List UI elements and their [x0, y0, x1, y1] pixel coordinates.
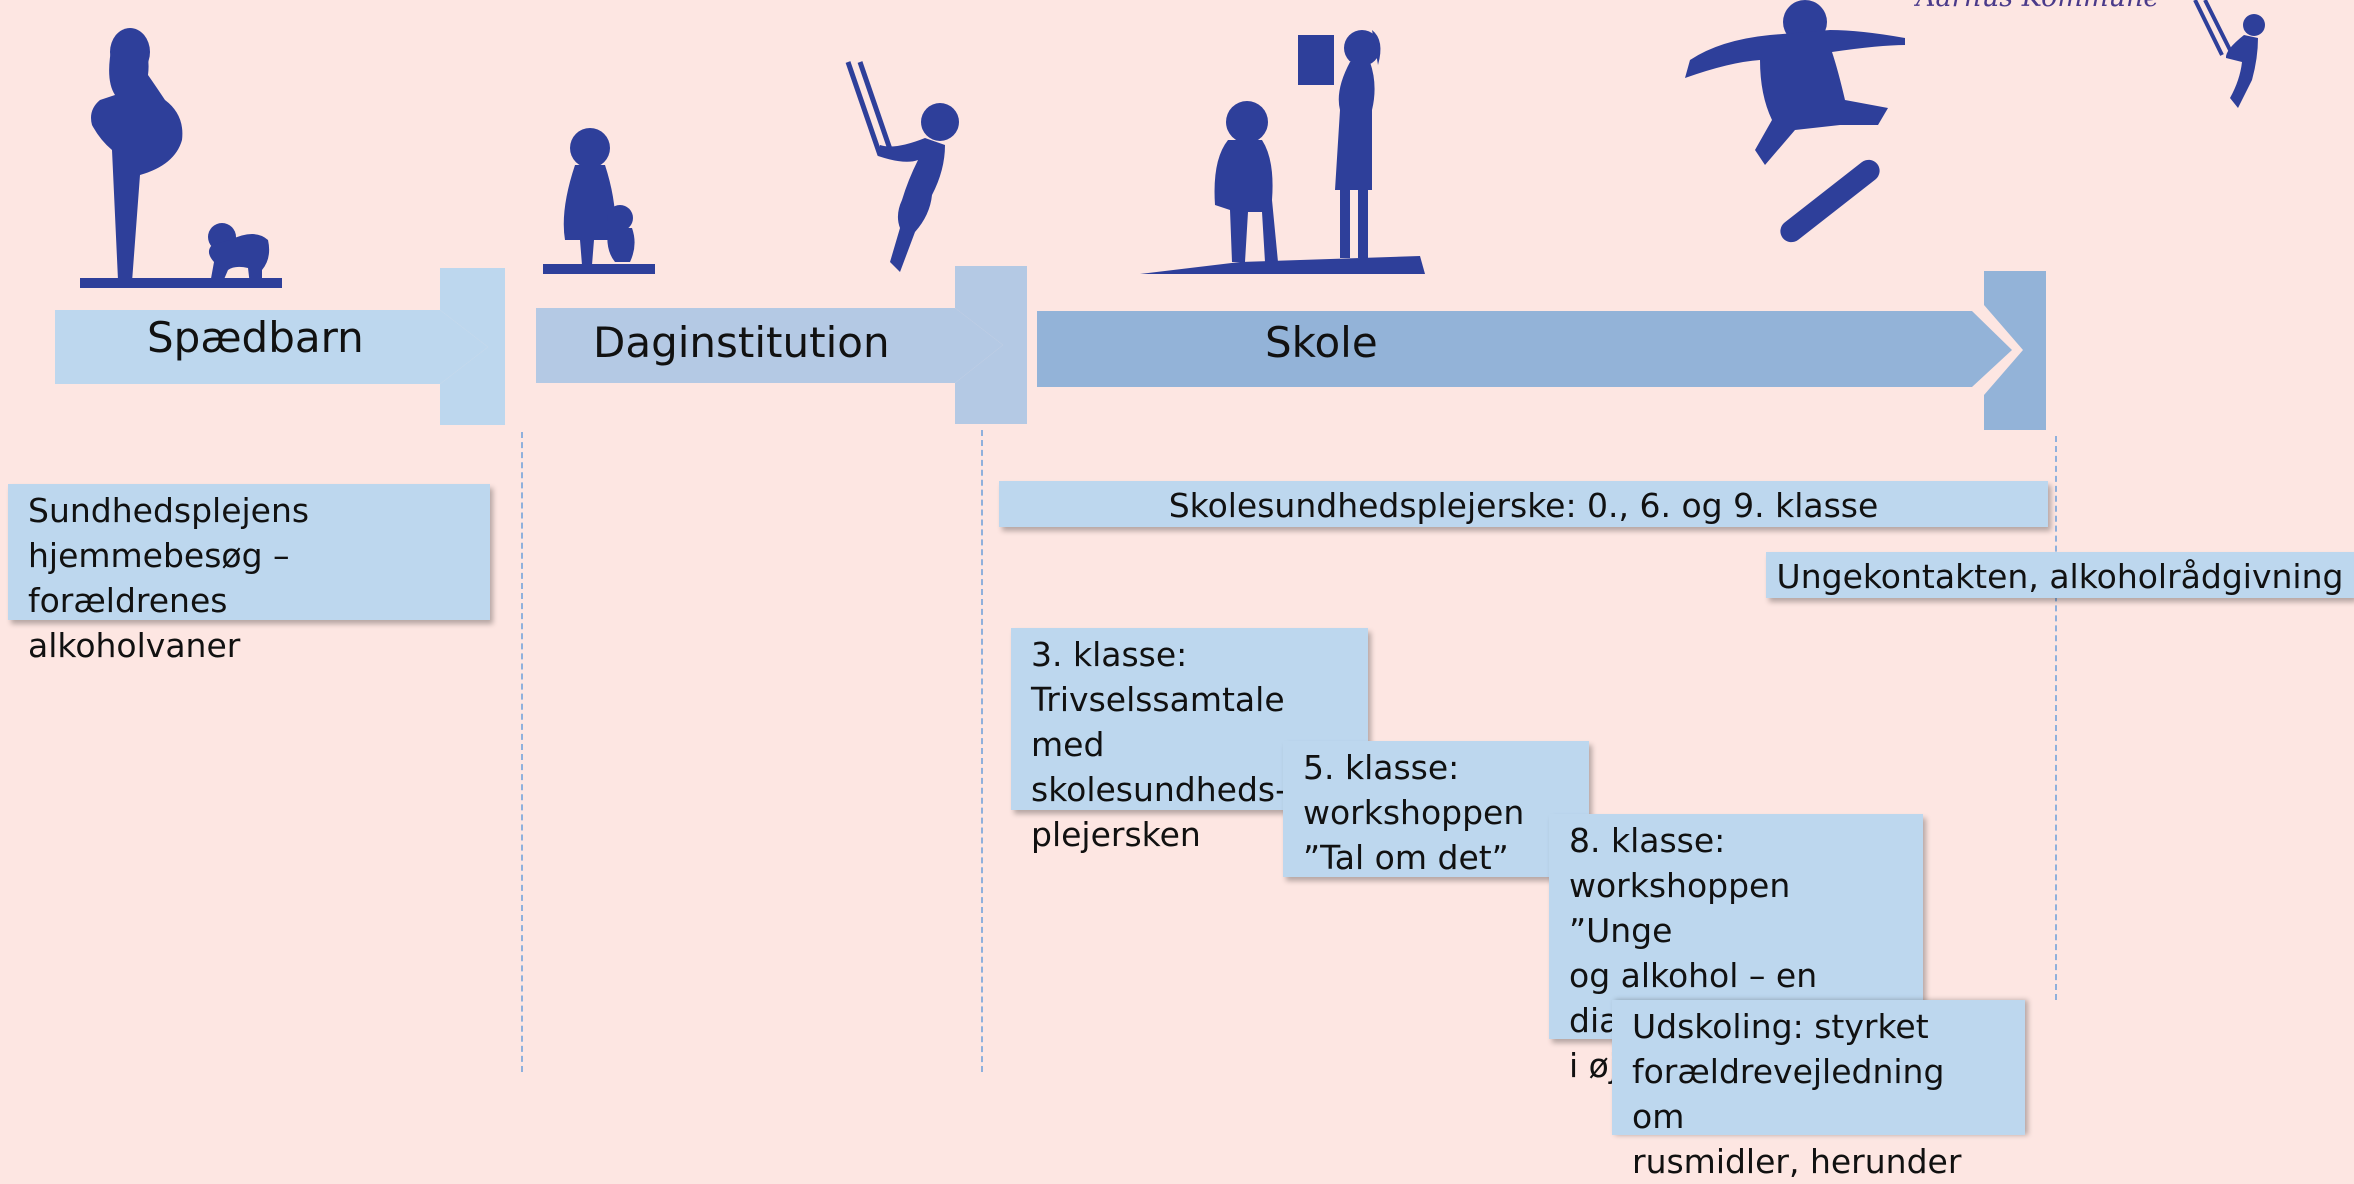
pregnant-woman-icon — [80, 28, 282, 288]
toddler-icon — [543, 128, 655, 274]
stage-arrow-spaedbarn — [55, 268, 505, 425]
separator-line — [521, 432, 523, 1072]
skateboarder-icon — [1685, 0, 1905, 243]
box-skolesundhedsplejerske: Skolesundhedsplejerske: 0., 6. og 9. kla… — [999, 481, 2048, 527]
crawling-baby-icon — [208, 223, 270, 285]
stage-label-daginstitution: Daginstitution — [593, 318, 890, 367]
swinging-child-icon — [845, 61, 959, 272]
swinging-girl-icon — [2193, 0, 2265, 108]
separator-line — [2055, 436, 2057, 1000]
box-udskoling: Udskoling: styrket forældrevejledning om… — [1612, 1000, 2025, 1181]
stage-label-skole: Skole — [1265, 318, 1378, 367]
box-sundhedsplejen: Sundhedsplejens hjemmebesøg – forældrene… — [8, 484, 490, 665]
box-klasse5: 5. klasse: workshoppen ”Tal om det” — [1283, 741, 1589, 877]
box-ungekontakten: Ungekontakten, alkoholrådgivning — [1766, 552, 2354, 598]
separator-line — [981, 430, 983, 1072]
stage-arrow-skole — [1037, 271, 2046, 430]
schoolchildren-icon — [1140, 30, 1425, 274]
organization-name: Aarhus Kommune — [1916, 0, 2159, 13]
timeline-graphics — [55, 0, 2265, 430]
stage-arrow-daginstitution — [536, 266, 1027, 424]
stage-label-spaedbarn: Spædbarn — [147, 313, 364, 362]
